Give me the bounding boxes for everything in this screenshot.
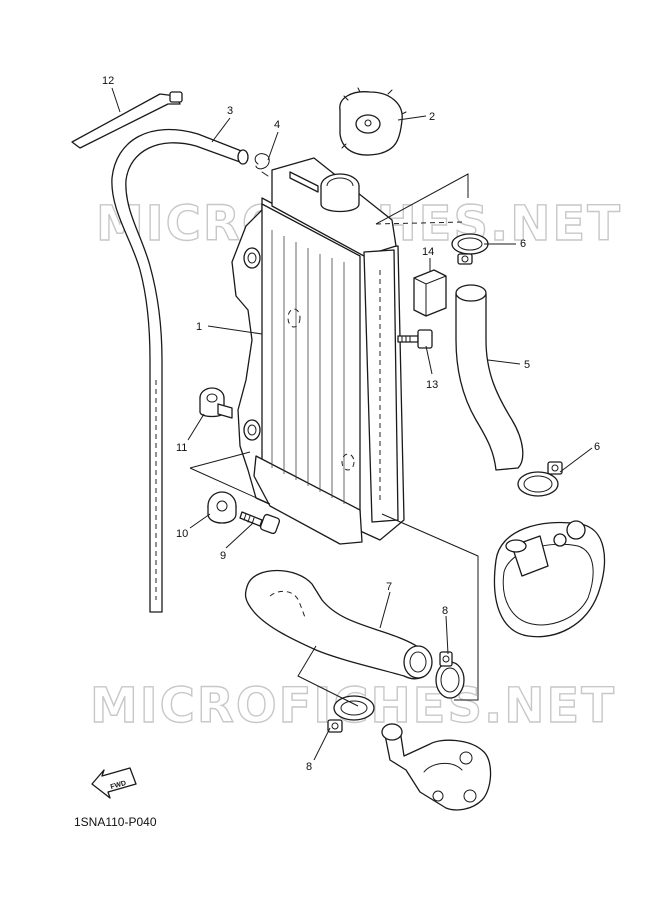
part-14-sponge xyxy=(413,269,447,317)
part-7-lower-hose xyxy=(244,569,433,680)
callout-10: 10 xyxy=(176,528,188,540)
part-2-radiator-cap xyxy=(339,87,407,156)
part-12-strap xyxy=(71,91,183,149)
part-8-clamp-right xyxy=(435,651,465,699)
callout-13: 13 xyxy=(426,379,438,391)
assembly-reference-lines xyxy=(189,173,479,707)
callout-5: 5 xyxy=(524,359,530,371)
callout-12: 12 xyxy=(102,75,114,87)
callout-3: 3 xyxy=(227,105,233,117)
part-13-bolt xyxy=(397,329,433,349)
part-9-bolt xyxy=(239,511,281,535)
callout-8-right: 8 xyxy=(442,605,448,617)
callout-2: 2 xyxy=(429,111,435,123)
part-3-breather-hose xyxy=(111,128,249,613)
callouts: 12 3 4 2 14 6 1 5 13 11 6 10 9 7 8 8 xyxy=(102,75,600,773)
fwd-arrow-icon: FWD xyxy=(91,767,137,799)
part-6-clamp-upper xyxy=(451,233,489,265)
part-1-radiator xyxy=(231,157,405,545)
engine-cover-reference xyxy=(493,520,605,638)
callout-9: 9 xyxy=(220,550,226,562)
part-5-upper-hose xyxy=(455,284,524,471)
callout-1: 1 xyxy=(196,321,202,333)
callout-14: 14 xyxy=(422,246,434,258)
leader-lines xyxy=(111,87,593,761)
part-10-damper xyxy=(207,491,237,524)
callout-8-bottom: 8 xyxy=(306,761,312,773)
callout-6-upper: 6 xyxy=(520,238,526,250)
diagram-code: 1SNA110-P040 xyxy=(74,815,157,829)
part-6-clamp-lower xyxy=(517,461,563,497)
callout-11: 11 xyxy=(176,442,187,454)
callout-6-lower: 6 xyxy=(594,441,600,453)
callout-7: 7 xyxy=(386,581,392,593)
water-pump-fitting-reference xyxy=(381,723,492,811)
fwd-label: FWD xyxy=(110,780,127,791)
callout-4: 4 xyxy=(274,119,280,131)
part-8-clamp-bottom xyxy=(327,695,375,733)
part-4-clip xyxy=(254,153,270,177)
part-11-grommet xyxy=(199,387,233,419)
